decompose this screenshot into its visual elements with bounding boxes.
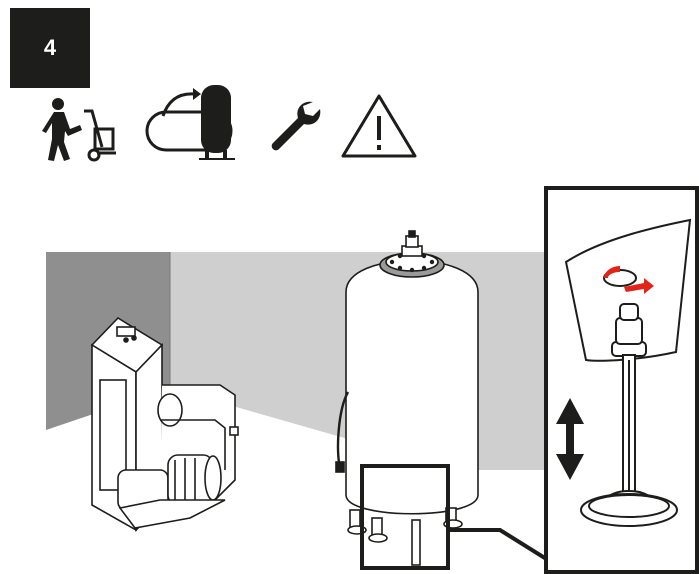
move-vessel-icon — [143, 82, 238, 162]
step-number: 4 — [10, 8, 90, 88]
step-badge: 4 — [10, 8, 90, 88]
person-with-trolley-icon — [40, 95, 120, 165]
expansion-vessel — [336, 231, 478, 565]
warning-triangle-icon — [340, 92, 418, 160]
wrench-icon — [265, 98, 325, 158]
detail-callout-line — [448, 530, 548, 560]
installation-scene — [0, 180, 699, 574]
